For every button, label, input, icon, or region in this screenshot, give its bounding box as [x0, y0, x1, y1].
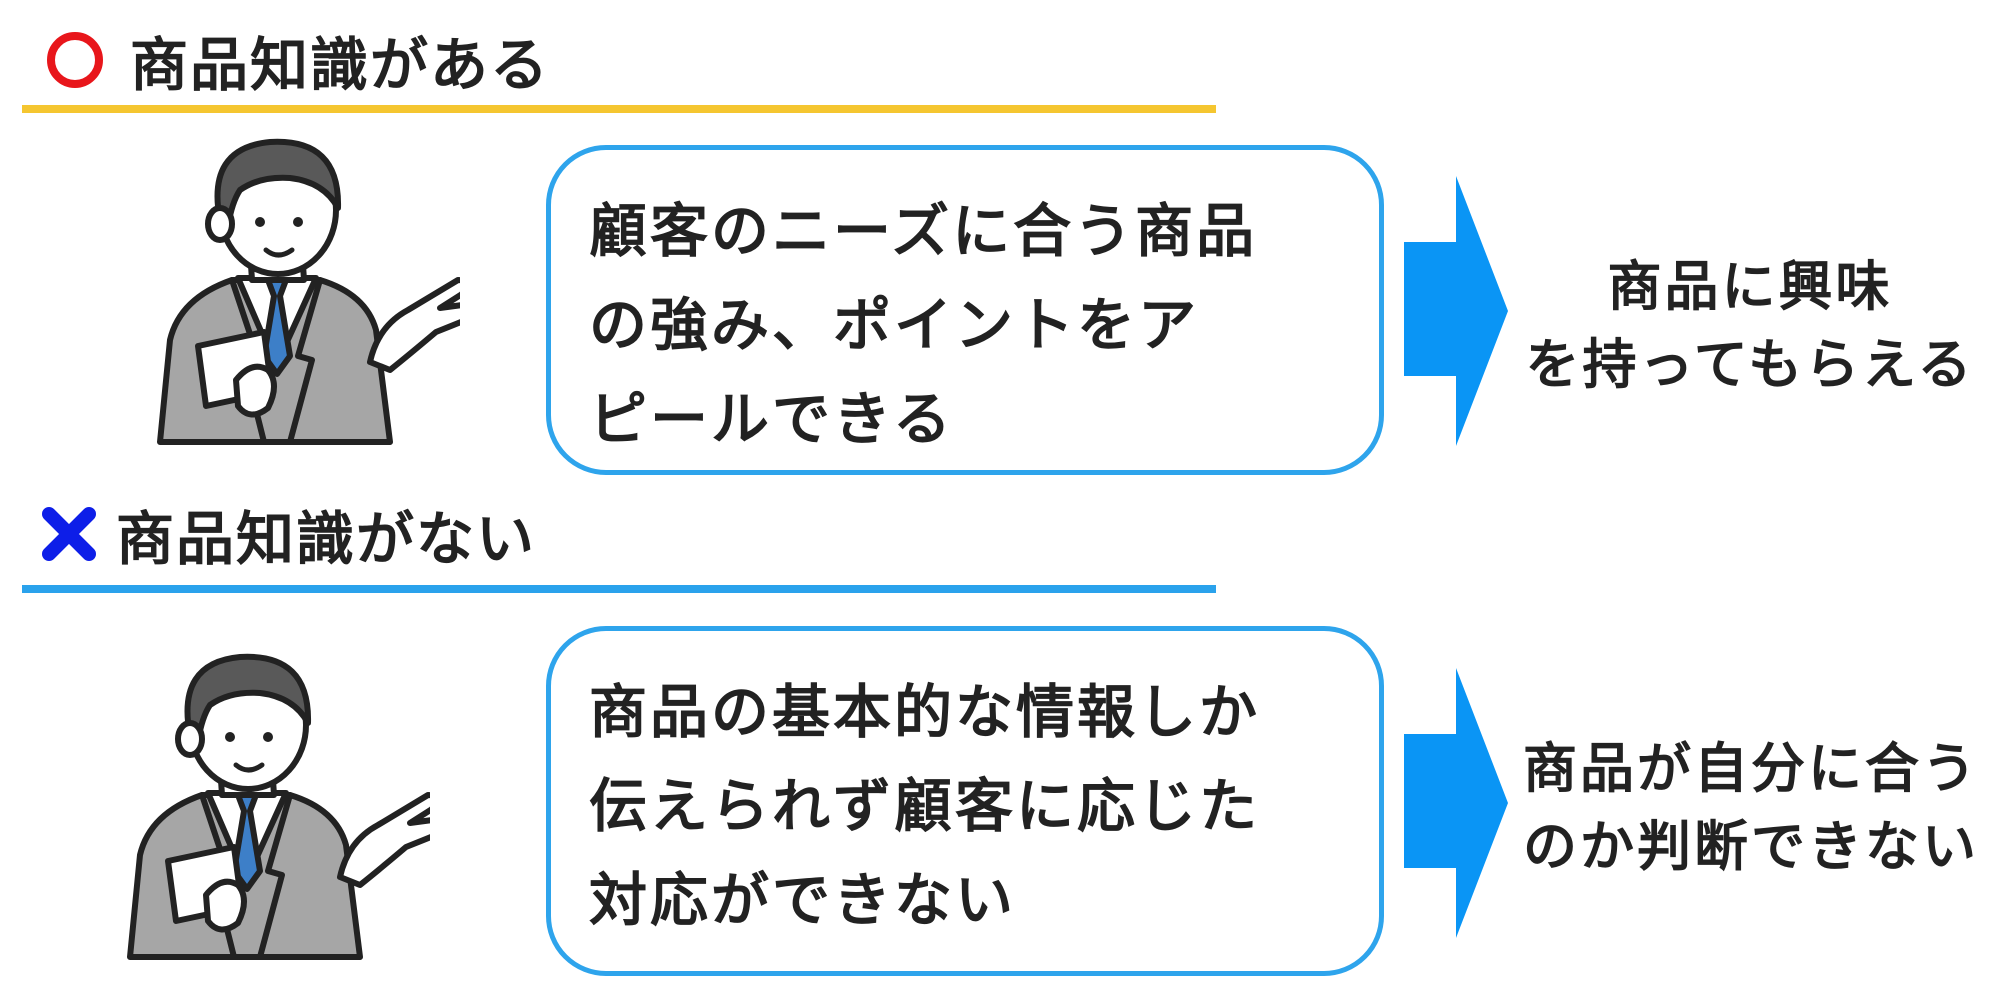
bad-result-line-1: 商品が自分に合う: [1523, 737, 1979, 800]
circle-icon: [47, 32, 103, 88]
good-explanation-line-2: の強み、ポイントをア: [589, 291, 1200, 359]
bad-heading: 商品知識がない: [40, 492, 536, 576]
good-result: 商品に興味 を持ってもらえる: [1510, 248, 1990, 404]
bad-result-line-2: のか判断できない: [1523, 815, 1979, 878]
bad-result: 商品が自分に合う のか判断できない: [1506, 730, 1996, 886]
good-result-line-1: 商品に興味: [1607, 255, 1893, 318]
businessman-illustration: [157, 138, 460, 445]
cross-icon: [42, 507, 96, 561]
bad-explanation-line-1: 商品の基本的な情報しか: [589, 678, 1261, 746]
good-heading-underline: [22, 105, 1216, 113]
good-heading-text: 商品知識がある: [130, 31, 551, 99]
good-result-line-2: を持ってもらえる: [1525, 333, 1975, 396]
good-explanation-line-3: ピールできる: [589, 385, 954, 453]
bad-explanation-line-3: 対応ができない: [589, 866, 1017, 934]
good-explanation-box: 顧客のニーズに合う商品 の強み、ポイントをア ピールできる: [546, 145, 1384, 475]
good-arrow-icon: [1404, 176, 1508, 446]
bad-explanation-line-2: 伝えられず顧客に応じた: [589, 772, 1261, 840]
good-explanation-line-1: 顧客のニーズに合う商品: [589, 197, 1258, 265]
bad-heading-text: 商品知識がない: [116, 505, 537, 573]
bad-section: 商品知識がない 商品の基本的な情報しか 伝えられず顧客に応じた 対応ができない: [0, 480, 1999, 987]
bad-explanation-box: 商品の基本的な情報しか 伝えられず顧客に応じた 対応ができない: [546, 626, 1384, 976]
businessman-illustration: [127, 653, 430, 960]
good-section: 商品知識がある: [0, 0, 1999, 480]
good-heading: 商品知識がある: [44, 18, 550, 102]
bad-heading-underline: [22, 585, 1216, 593]
bad-arrow-icon: [1404, 668, 1508, 938]
